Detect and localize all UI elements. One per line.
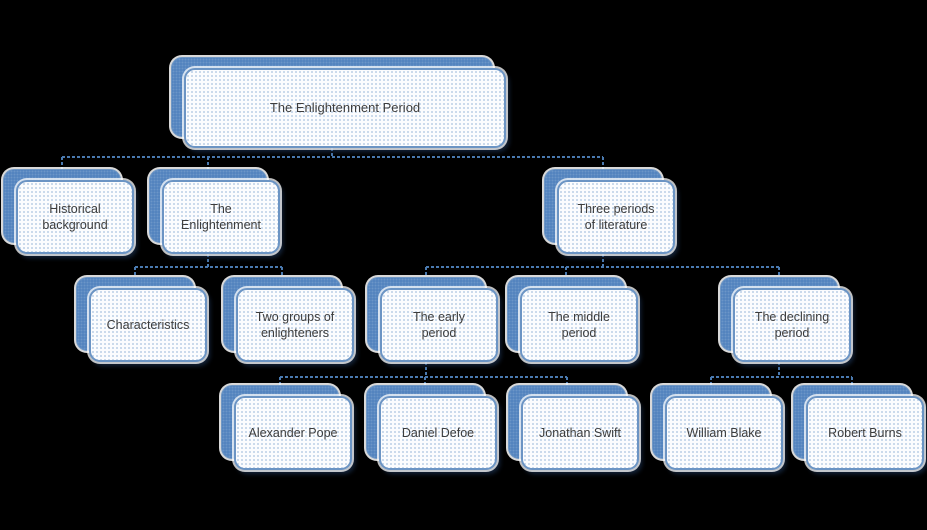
node-front-card: Two groups of enlighteners bbox=[236, 288, 354, 362]
node-robert-burns: Robert Burns bbox=[793, 385, 924, 470]
node-label: Three periods of literature bbox=[577, 201, 655, 232]
node-daniel-defoe: Daniel Defoe bbox=[366, 385, 497, 470]
node-three-periods-of-literature: Three periods of literature bbox=[544, 169, 675, 254]
node-characteristics: Characteristics bbox=[76, 277, 207, 362]
node-label: William Blake bbox=[686, 425, 762, 440]
node-front-card: The declining period bbox=[733, 288, 851, 362]
node-jonathan-swift: Jonathan Swift bbox=[508, 385, 639, 470]
node-label: The declining period bbox=[754, 309, 830, 340]
node-label: Two groups of enlighteners bbox=[255, 309, 335, 340]
node-label: The Enlightenment Period bbox=[269, 99, 421, 115]
node-two-groups-of-enlighteners: Two groups of enlighteners bbox=[223, 277, 354, 362]
node-historical-background: Historical background bbox=[3, 169, 134, 254]
node-alexander-pope: Alexander Pope bbox=[221, 385, 352, 470]
node-the-declining-period: The declining period bbox=[720, 277, 851, 362]
node-william-blake: William Blake bbox=[652, 385, 783, 470]
node-label: The early period bbox=[412, 309, 466, 340]
node-front-card: Historical background bbox=[16, 180, 134, 254]
node-front-card: Characteristics bbox=[89, 288, 207, 362]
node-front-card: The Enlightenment bbox=[162, 180, 280, 254]
node-front-card: The middle period bbox=[520, 288, 638, 362]
node-front-card: William Blake bbox=[665, 396, 783, 470]
node-label: The middle period bbox=[548, 309, 610, 340]
node-front-card: Daniel Defoe bbox=[379, 396, 497, 470]
connector-group-three-periods bbox=[425, 254, 780, 277]
node-label: Jonathan Swift bbox=[539, 425, 621, 440]
node-label: Robert Burns bbox=[828, 425, 902, 440]
node-the-early-period: The early period bbox=[367, 277, 498, 362]
connector-group-enlightenment bbox=[134, 254, 283, 277]
node-label: Alexander Pope bbox=[248, 425, 338, 440]
node-label: Daniel Defoe bbox=[401, 425, 475, 440]
connector-group-early-period bbox=[279, 362, 568, 385]
node-front-card: The Enlightenment Period bbox=[184, 68, 506, 148]
node-the-enlightenment-period: The Enlightenment Period bbox=[171, 57, 506, 148]
connector-group-root bbox=[61, 148, 604, 169]
node-front-card: Robert Burns bbox=[806, 396, 924, 470]
connector-group-declining-period bbox=[710, 362, 853, 385]
node-label: Historical background bbox=[42, 201, 108, 232]
node-label: The Enlightenment bbox=[181, 201, 261, 232]
node-label: Characteristics bbox=[106, 317, 190, 332]
node-front-card: Alexander Pope bbox=[234, 396, 352, 470]
node-front-card: Three periods of literature bbox=[557, 180, 675, 254]
node-the-enlightenment: The Enlightenment bbox=[149, 169, 280, 254]
node-the-middle-period: The middle period bbox=[507, 277, 638, 362]
node-front-card: Jonathan Swift bbox=[521, 396, 639, 470]
node-front-card: The early period bbox=[380, 288, 498, 362]
